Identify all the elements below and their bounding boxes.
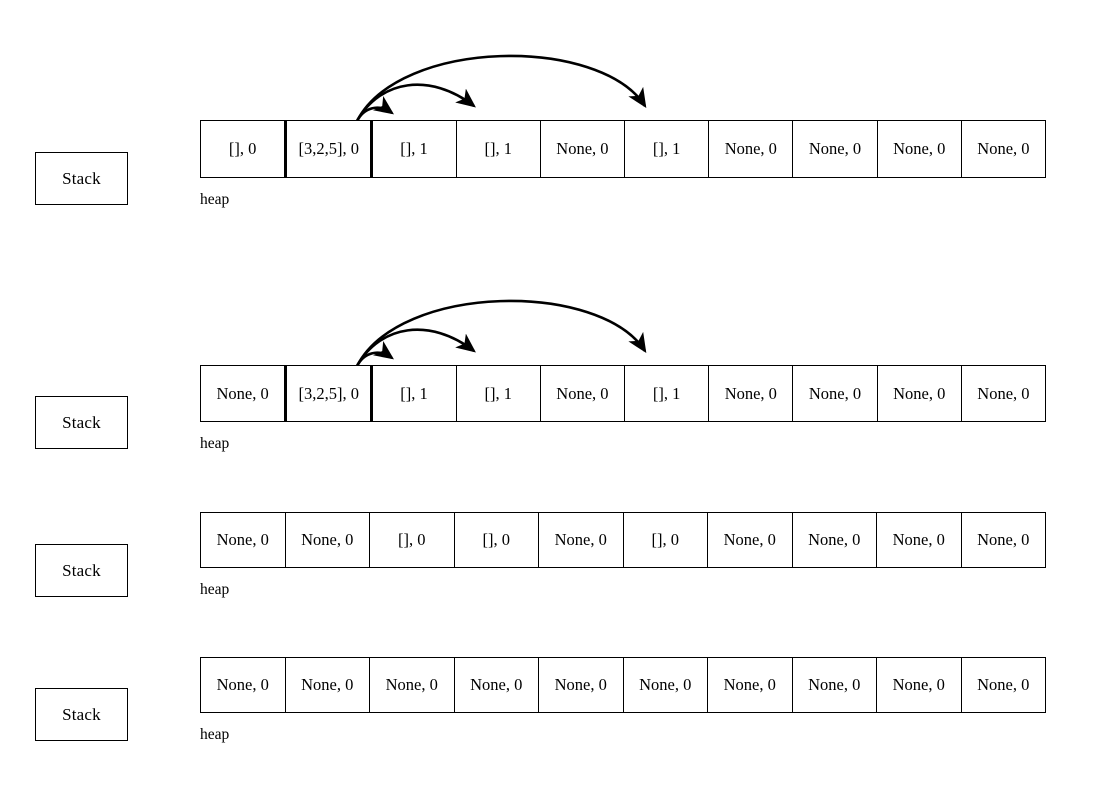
heap-cell: None, 0 bbox=[200, 365, 285, 422]
heap-cell: [], 0 bbox=[200, 120, 285, 178]
heap-cell: None, 0 bbox=[876, 365, 961, 422]
heap-cell: None, 0 bbox=[539, 365, 625, 422]
heap-cell: [], 1 bbox=[455, 365, 540, 422]
heap-cell: None, 0 bbox=[708, 120, 793, 178]
heap-cell: [], 1 bbox=[624, 120, 709, 178]
heap-cell: None, 0 bbox=[539, 120, 625, 178]
heap-cell: None, 0 bbox=[960, 120, 1047, 178]
heap-cell: None, 0 bbox=[876, 120, 961, 178]
heap-cell: None, 0 bbox=[538, 512, 623, 568]
stack-box-label: Stack bbox=[62, 412, 101, 432]
heap-label-state-1: heap bbox=[200, 191, 230, 208]
heap-cell: [], 1 bbox=[624, 365, 709, 422]
heap-cell: None, 0 bbox=[876, 512, 961, 568]
heap-cell: [], 0 bbox=[622, 512, 707, 568]
heap-cell: [], 1 bbox=[455, 120, 540, 178]
stack-box-state-4: Stack bbox=[35, 688, 128, 741]
heap-cell: [], 1 bbox=[371, 365, 456, 422]
heap-cell: None, 0 bbox=[708, 365, 793, 422]
arrow-state-2-to-cell-3 bbox=[355, 328, 476, 367]
stack-box-label: Stack bbox=[62, 704, 101, 724]
heap-cell: None, 0 bbox=[792, 120, 877, 178]
heap-cell: None, 0 bbox=[200, 657, 285, 713]
heap-label-state-3: heap bbox=[200, 581, 230, 598]
stack-box-label: Stack bbox=[62, 560, 101, 580]
heap-cell: None, 0 bbox=[453, 657, 538, 713]
heap-cell: None, 0 bbox=[960, 512, 1046, 568]
arrow-state-2-to-cell-5 bbox=[355, 299, 647, 367]
arrow-state-1-to-cell-5 bbox=[355, 54, 647, 122]
heap-cell: None, 0 bbox=[200, 512, 285, 568]
heap-cell: None, 0 bbox=[538, 657, 623, 713]
heap-cell: None, 0 bbox=[960, 657, 1046, 713]
heap-cell: None, 0 bbox=[791, 657, 876, 713]
stack-box-state-3: Stack bbox=[35, 544, 128, 597]
heap-cell: [], 0 bbox=[369, 512, 454, 568]
heap-cell: [], 1 bbox=[371, 120, 456, 178]
heap-label-state-2: heap bbox=[200, 435, 230, 452]
heap-label-state-4: heap bbox=[200, 726, 230, 743]
heap-cell: None, 0 bbox=[707, 512, 792, 568]
heap-cell: [], 0 bbox=[453, 512, 538, 568]
stack-box-state-1: Stack bbox=[35, 152, 128, 205]
stack-box-label: Stack bbox=[62, 168, 101, 188]
heap-cell: None, 0 bbox=[369, 657, 454, 713]
heap-cell: None, 0 bbox=[876, 657, 961, 713]
heap-cell: [3,2,5], 0 bbox=[284, 365, 374, 422]
heap-cell: None, 0 bbox=[791, 512, 876, 568]
stack-box-state-2: Stack bbox=[35, 396, 128, 449]
heap-cell: None, 0 bbox=[960, 365, 1047, 422]
heap-cell: None, 0 bbox=[284, 512, 369, 568]
heap-cell: None, 0 bbox=[284, 657, 369, 713]
heap-cell: None, 0 bbox=[622, 657, 707, 713]
heap-cell: None, 0 bbox=[792, 365, 877, 422]
heap-cell: [3,2,5], 0 bbox=[284, 120, 374, 178]
arrow-state-2-to-cell-2 bbox=[355, 340, 394, 367]
heap-cell: None, 0 bbox=[707, 657, 792, 713]
arrow-state-1-to-cell-3 bbox=[355, 83, 476, 122]
arrow-state-1-to-cell-2 bbox=[355, 95, 394, 122]
